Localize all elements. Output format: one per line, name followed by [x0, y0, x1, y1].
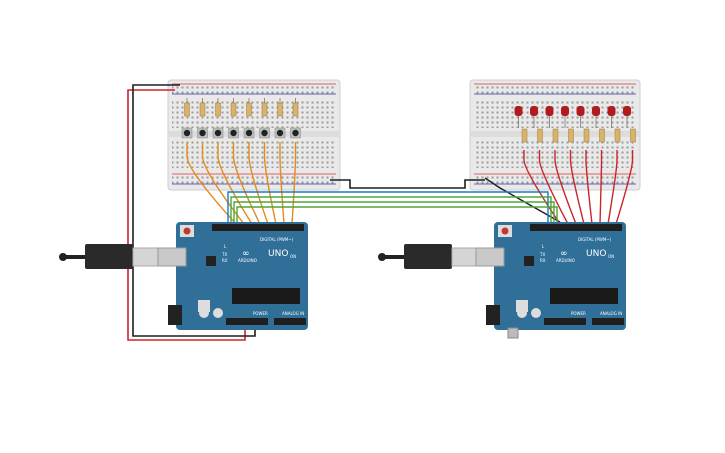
pushbutton-cap[interactable] [245, 129, 253, 137]
uno-model: UNO [586, 249, 606, 259]
button-wire[interactable] [217, 142, 253, 225]
right-ground-wire[interactable] [484, 177, 561, 223]
on-label: ON [608, 254, 614, 259]
tx-label: TX [221, 252, 227, 257]
led[interactable] [607, 106, 616, 116]
resistor[interactable] [630, 128, 636, 143]
rx-label: RX [222, 258, 228, 263]
uno-model: UNO [268, 249, 288, 259]
digital-label: DIGITAL (PWM~) [578, 237, 612, 242]
uno-logo-mark: ∞ [242, 249, 250, 259]
board-link-wire[interactable] [233, 201, 555, 224]
led-wire[interactable] [523, 150, 561, 225]
button-wire[interactable] [291, 142, 297, 225]
reset-button[interactable] [501, 227, 509, 235]
button-signal-wires [186, 142, 297, 225]
button-wire[interactable] [186, 142, 237, 225]
resistor[interactable] [199, 102, 206, 117]
resistor[interactable] [215, 102, 221, 117]
power-wire-red[interactable] [127, 89, 246, 341]
resistor[interactable] [230, 102, 237, 117]
ground-wire-black[interactable] [132, 84, 256, 337]
power-label: POWER [571, 311, 586, 316]
pushbutton-cap[interactable] [261, 129, 268, 137]
button-wire[interactable] [232, 142, 261, 225]
led-wire[interactable] [607, 150, 618, 225]
resistor[interactable] [184, 102, 190, 117]
analog-label: ANALOG IN [282, 311, 304, 316]
analog-label: ANALOG IN [600, 311, 622, 316]
led[interactable] [530, 106, 538, 116]
arduino-left[interactable]: DIGITAL (PWM~) ∞ UNO ARDUINO L TX RX ON … [59, 222, 308, 330]
arduino-brand: ARDUINO [556, 258, 575, 263]
led[interactable] [592, 106, 600, 116]
led-wire[interactable] [599, 150, 603, 225]
led-wire[interactable] [615, 150, 634, 225]
board-link-wires [227, 191, 558, 224]
resistor[interactable] [552, 128, 559, 143]
pushbutton-cap[interactable] [199, 129, 206, 137]
led-row [514, 106, 636, 143]
resistor[interactable] [537, 128, 543, 143]
resistor[interactable] [246, 102, 252, 117]
resistor[interactable] [568, 128, 574, 143]
resistor[interactable] [521, 128, 528, 143]
led-wire[interactable] [585, 150, 593, 225]
led[interactable] [545, 106, 554, 116]
led[interactable] [623, 106, 631, 116]
usb-cable [62, 255, 88, 259]
board-link-wire[interactable] [236, 206, 558, 224]
resistor[interactable] [583, 128, 590, 143]
pushbutton-small[interactable] [507, 327, 519, 339]
digital-label: DIGITAL (PWM~) [260, 237, 294, 242]
button-wire[interactable] [263, 142, 277, 225]
usb-plug [404, 244, 452, 269]
led-wire[interactable] [554, 150, 577, 225]
breadboard-link-wire[interactable] [330, 179, 485, 189]
on-label: ON [290, 254, 296, 259]
board-link-wire[interactable] [227, 191, 549, 224]
resistor[interactable] [277, 102, 283, 117]
button-wire[interactable] [279, 142, 285, 225]
pushbutton-row [181, 98, 301, 139]
microcontroller-chip [232, 288, 300, 304]
button-wire[interactable] [248, 142, 269, 225]
reset-button[interactable] [183, 227, 191, 235]
resistor[interactable] [614, 128, 621, 143]
usb-plug [85, 244, 133, 269]
board-link-wire[interactable] [230, 196, 552, 224]
arduino-right[interactable]: DIGITAL (PWM~) ∞ UNO ARDUINO L TX RX ON … [378, 222, 626, 339]
led[interactable] [576, 106, 585, 116]
pushbutton-cap[interactable] [214, 129, 222, 137]
pushbutton-cap[interactable] [183, 129, 191, 137]
resistor[interactable] [261, 102, 268, 117]
resistor[interactable] [292, 102, 299, 117]
pushbutton-cap[interactable] [276, 129, 284, 137]
led-wire[interactable] [538, 150, 569, 225]
arduino-brand: ARDUINO [238, 258, 257, 263]
usb-cable [381, 255, 407, 259]
tx-label: TX [539, 252, 545, 257]
led-wire[interactable] [569, 150, 585, 225]
power-label: POWER [253, 311, 268, 316]
resistor[interactable] [599, 128, 605, 143]
rx-label: RX [540, 258, 546, 263]
pushbutton-cap[interactable] [292, 129, 299, 137]
pushbutton-cap[interactable] [230, 129, 237, 137]
led[interactable] [561, 106, 569, 116]
uno-logo-mark: ∞ [560, 249, 568, 259]
l-label: L [542, 244, 545, 249]
button-wire[interactable] [201, 142, 245, 225]
microcontroller-chip [550, 288, 618, 304]
led[interactable] [514, 106, 523, 116]
led-signal-wires [523, 150, 634, 225]
l-label: L [224, 244, 227, 249]
wires [127, 84, 561, 341]
